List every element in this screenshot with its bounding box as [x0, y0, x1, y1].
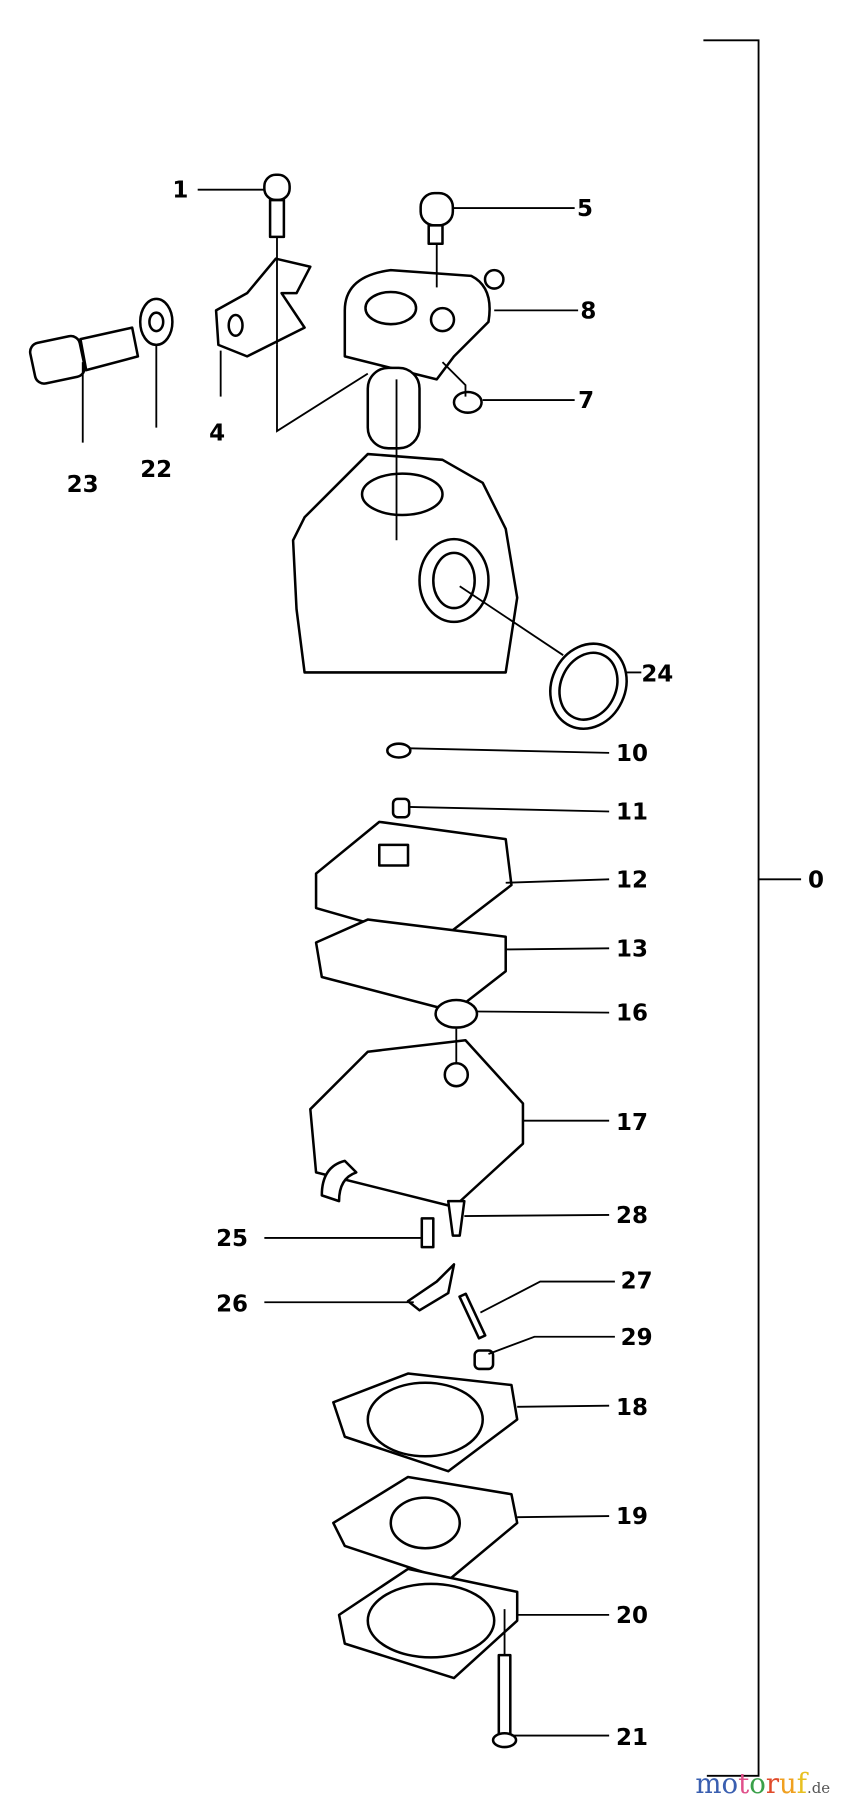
- callout-13: 13: [616, 936, 648, 962]
- screw-21: [491, 1653, 518, 1749]
- callout-18: 18: [616, 1395, 648, 1421]
- callout-21: 21: [616, 1725, 648, 1751]
- cover-20: [337, 1567, 519, 1680]
- callout-10: 10: [616, 741, 648, 767]
- callout-0: 0: [808, 867, 824, 893]
- diaphragm-19: [332, 1475, 519, 1582]
- gasket-12: [314, 820, 513, 944]
- gasket-18: [332, 1372, 519, 1473]
- callout-20: 20: [616, 1603, 648, 1629]
- lever-26: [406, 1263, 456, 1312]
- washer-7: [452, 390, 483, 414]
- callout-27: 27: [621, 1268, 653, 1294]
- watermark-logo: motoruf.de: [695, 1767, 830, 1800]
- carburetor-body: [291, 452, 519, 674]
- callout-8: 8: [580, 298, 596, 324]
- screw-23: [28, 326, 140, 385]
- assembly-bracket: [703, 39, 760, 1777]
- callout-23: 23: [67, 472, 99, 498]
- callout-12: 12: [616, 867, 648, 893]
- bracket-4: [214, 257, 312, 358]
- callout-7: 7: [578, 388, 594, 414]
- callout-4: 4: [209, 420, 225, 446]
- callout-26: 26: [216, 1291, 248, 1317]
- throttle-assembly-8: [343, 268, 505, 450]
- callout-19: 19: [616, 1504, 648, 1530]
- pump-body-17: [309, 1038, 525, 1209]
- callout-29: 29: [621, 1325, 653, 1351]
- valve-11: [391, 797, 411, 819]
- callout-25: 25: [216, 1226, 248, 1252]
- pin-27: [458, 1292, 487, 1340]
- screen-16: [434, 998, 479, 1029]
- leader-lines: [81, 188, 642, 1737]
- gasket-13: [314, 918, 507, 1013]
- needle-28: [446, 1199, 466, 1237]
- callout-22: 22: [140, 457, 172, 483]
- washer-10: [386, 742, 412, 759]
- gasket-24: [549, 642, 628, 731]
- callout-24: 24: [641, 662, 673, 688]
- screw-5: [419, 191, 455, 245]
- callout-11: 11: [616, 800, 648, 826]
- callout-1: 1: [172, 178, 188, 204]
- callout-17: 17: [616, 1110, 648, 1136]
- callout-16: 16: [616, 1001, 648, 1027]
- center-lines: [276, 236, 564, 1656]
- callout-5: 5: [577, 196, 593, 222]
- screw-1: [263, 173, 291, 239]
- spring-25: [420, 1217, 435, 1249]
- callout-28: 28: [616, 1203, 648, 1229]
- screw-29: [473, 1349, 495, 1371]
- nut-22: [138, 297, 174, 347]
